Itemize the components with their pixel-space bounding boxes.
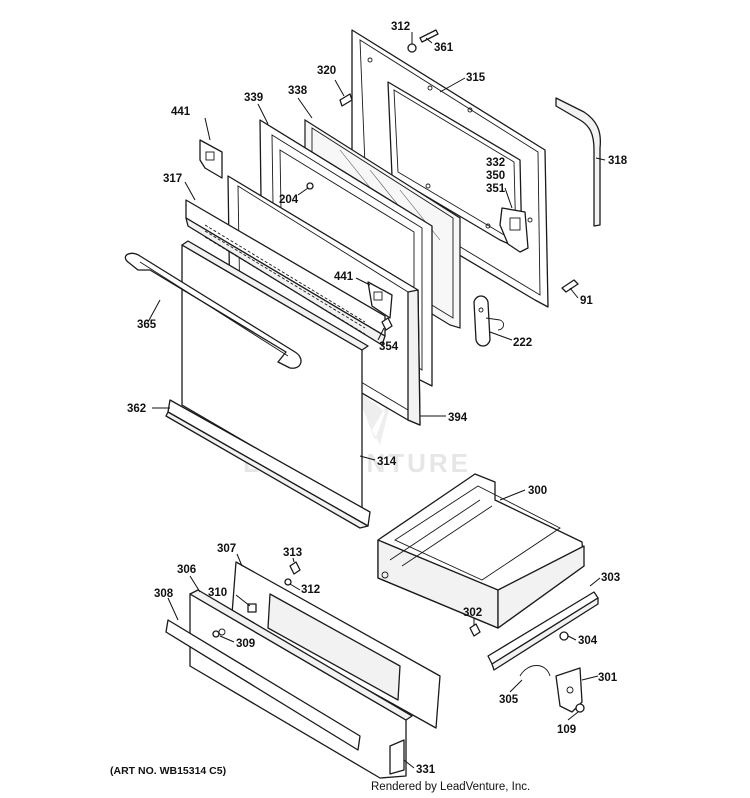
callout-318: 318 <box>608 155 628 167</box>
callout-305: 305 <box>499 694 519 706</box>
callout-300: 300 <box>528 485 547 497</box>
callout-91: 91 <box>580 295 593 307</box>
part-303-drawer-rail <box>487 591 599 671</box>
callout-394: 394 <box>448 412 468 424</box>
callout-301: 301 <box>598 672 618 684</box>
part-318-door-gasket <box>555 97 602 227</box>
callout-308: 308 <box>154 588 174 600</box>
callout-310: 310 <box>208 587 227 599</box>
part-331-bracket <box>389 739 405 775</box>
part-308-drawer-trim <box>165 619 361 751</box>
part-441-hinge-bracket-upper <box>199 139 223 179</box>
part-109-nut <box>575 703 585 713</box>
callout-304: 304 <box>578 635 598 647</box>
callout-362: 362 <box>127 403 146 415</box>
callout-309: 309 <box>236 638 255 650</box>
rendered-by-credit: Rendered by LeadVenture, Inc. <box>371 781 531 793</box>
callout-354: 354 <box>379 341 399 353</box>
part-302-screw <box>469 623 481 637</box>
callout-338: 338 <box>288 85 308 97</box>
art-number: (ART NO. WB15314 C5) <box>110 765 227 777</box>
part-362-bottom-trim <box>165 399 371 529</box>
part-300-drawer-body <box>377 473 585 629</box>
part-332-350-351-latch <box>499 207 529 253</box>
part-304-nut <box>559 631 569 641</box>
callout-312: 312 <box>391 21 410 33</box>
callout-307: 307 <box>217 543 236 555</box>
callout-302: 302 <box>463 607 482 619</box>
part-317-vent-panel <box>185 199 386 346</box>
callout-314: 314 <box>377 456 397 468</box>
callout-441-lower: 441 <box>334 271 354 283</box>
part-222-door-hinge <box>473 295 505 347</box>
part-305-wire-spring <box>519 665 551 677</box>
callout-313: 313 <box>283 547 302 559</box>
callout-312-lower: 312 <box>301 584 320 596</box>
callout-331: 331 <box>416 764 436 776</box>
part-204-clip <box>306 182 314 190</box>
callout-317: 317 <box>163 173 182 185</box>
callout-306: 306 <box>177 564 196 576</box>
part-354-screw <box>381 317 393 331</box>
part-320-screw <box>339 93 353 107</box>
callout-441-upper: 441 <box>171 106 191 118</box>
part-309-screw <box>212 630 220 638</box>
callout-315: 315 <box>466 72 486 84</box>
callout-109: 109 <box>557 724 576 736</box>
callout-351: 351 <box>486 183 506 195</box>
callout-303: 303 <box>601 572 620 584</box>
callout-350: 350 <box>486 170 505 182</box>
part-91-screw <box>561 279 579 293</box>
callout-365: 365 <box>137 319 157 331</box>
callout-339: 339 <box>244 92 263 104</box>
part-315-door-inner-panel <box>351 29 549 308</box>
callout-320: 320 <box>317 65 336 77</box>
leader-lines <box>147 32 606 769</box>
part-365-door-handle <box>124 252 302 369</box>
callout-332: 332 <box>486 157 505 169</box>
part-310-bracket <box>247 603 257 613</box>
part-441-hinge-bracket-lower <box>367 281 393 319</box>
part-307-drawer-liner <box>231 561 441 729</box>
part-313-312-fasteners-lower <box>284 561 301 586</box>
callout-204: 204 <box>279 194 299 206</box>
callout-361: 361 <box>434 42 454 54</box>
callout-222: 222 <box>513 337 532 349</box>
callout-labels: 312 361 320 315 339 338 441 318 317 204 … <box>127 21 628 776</box>
